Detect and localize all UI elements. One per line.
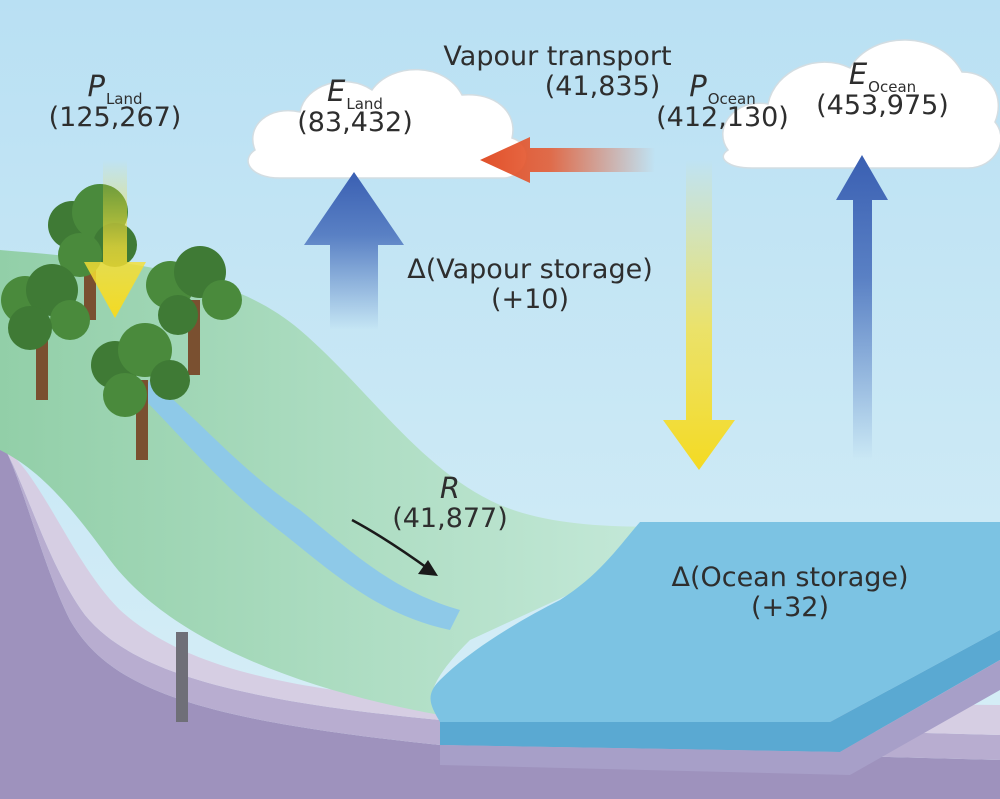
land-precipitation-symbol: P xyxy=(87,69,105,103)
land-evaporation-value: (83,432) xyxy=(297,107,413,139)
runoff-label: R (41,877) xyxy=(375,472,525,535)
ocean-evaporation-label: EOcean (453,975) xyxy=(800,58,965,121)
ocean-evaporation-subscript: Ocean xyxy=(868,78,917,96)
ocean-precipitation-arrow xyxy=(663,160,735,470)
vapour-storage-title: Δ(Vapour storage) xyxy=(407,254,653,285)
ocean-precipitation-label: POcean (412,130) xyxy=(650,70,795,133)
ocean-precipitation-symbol: P xyxy=(689,69,707,103)
ocean-storage-label: Δ(Ocean storage) (+32) xyxy=(660,562,920,624)
land-evaporation-arrow xyxy=(304,172,404,330)
vapour-transport-value: (41,835) xyxy=(544,71,661,103)
ocean-surface xyxy=(430,522,1000,722)
land-precipitation-label: PLand (125,267) xyxy=(30,70,200,133)
runoff-value: (41,877) xyxy=(392,503,508,535)
ocean-evaporation-arrow xyxy=(836,155,888,460)
vapour-storage-label: Δ(Vapour storage) (+10) xyxy=(395,254,665,316)
vapour-transport-arrow xyxy=(480,137,655,183)
vapour-storage-value: (+10) xyxy=(490,284,570,316)
vapour-transport-label: Vapour transport (41,835) xyxy=(425,41,690,103)
river xyxy=(140,380,460,630)
ocean-edge xyxy=(440,630,1000,752)
ocean-evaporation-value: (453,975) xyxy=(816,90,949,122)
ocean-bed xyxy=(440,660,1000,775)
well-pipe xyxy=(176,632,188,722)
ocean-precipitation-subscript: Ocean xyxy=(707,90,756,108)
land-precipitation-subscript: Land xyxy=(105,90,143,108)
vapour-transport-title: Vapour transport xyxy=(443,41,672,72)
ocean-cloud xyxy=(722,39,1000,169)
ocean-evaporation-symbol: E xyxy=(848,57,868,91)
ocean-storage-title: Δ(Ocean storage) xyxy=(671,562,909,593)
land-cloud xyxy=(247,68,528,179)
tree-right xyxy=(146,246,242,375)
bedrock-layer-dark xyxy=(0,440,1000,799)
ocean-precipitation-value: (412,130) xyxy=(656,102,789,134)
runoff-symbol: R xyxy=(439,471,461,505)
tree-bottom xyxy=(91,323,190,460)
ocean-storage-value: (+32) xyxy=(750,592,830,624)
land-evaporation-subscript: Land xyxy=(346,95,383,113)
tree-left xyxy=(1,264,90,400)
land-evaporation-symbol: E xyxy=(327,74,346,108)
runoff-arrowhead xyxy=(418,560,438,576)
land-precipitation-value: (125,267) xyxy=(48,102,182,134)
land-evaporation-label: ELand (83,432) xyxy=(280,75,430,138)
runoff-arrow xyxy=(351,518,431,572)
land-precipitation-arrow xyxy=(84,160,146,318)
